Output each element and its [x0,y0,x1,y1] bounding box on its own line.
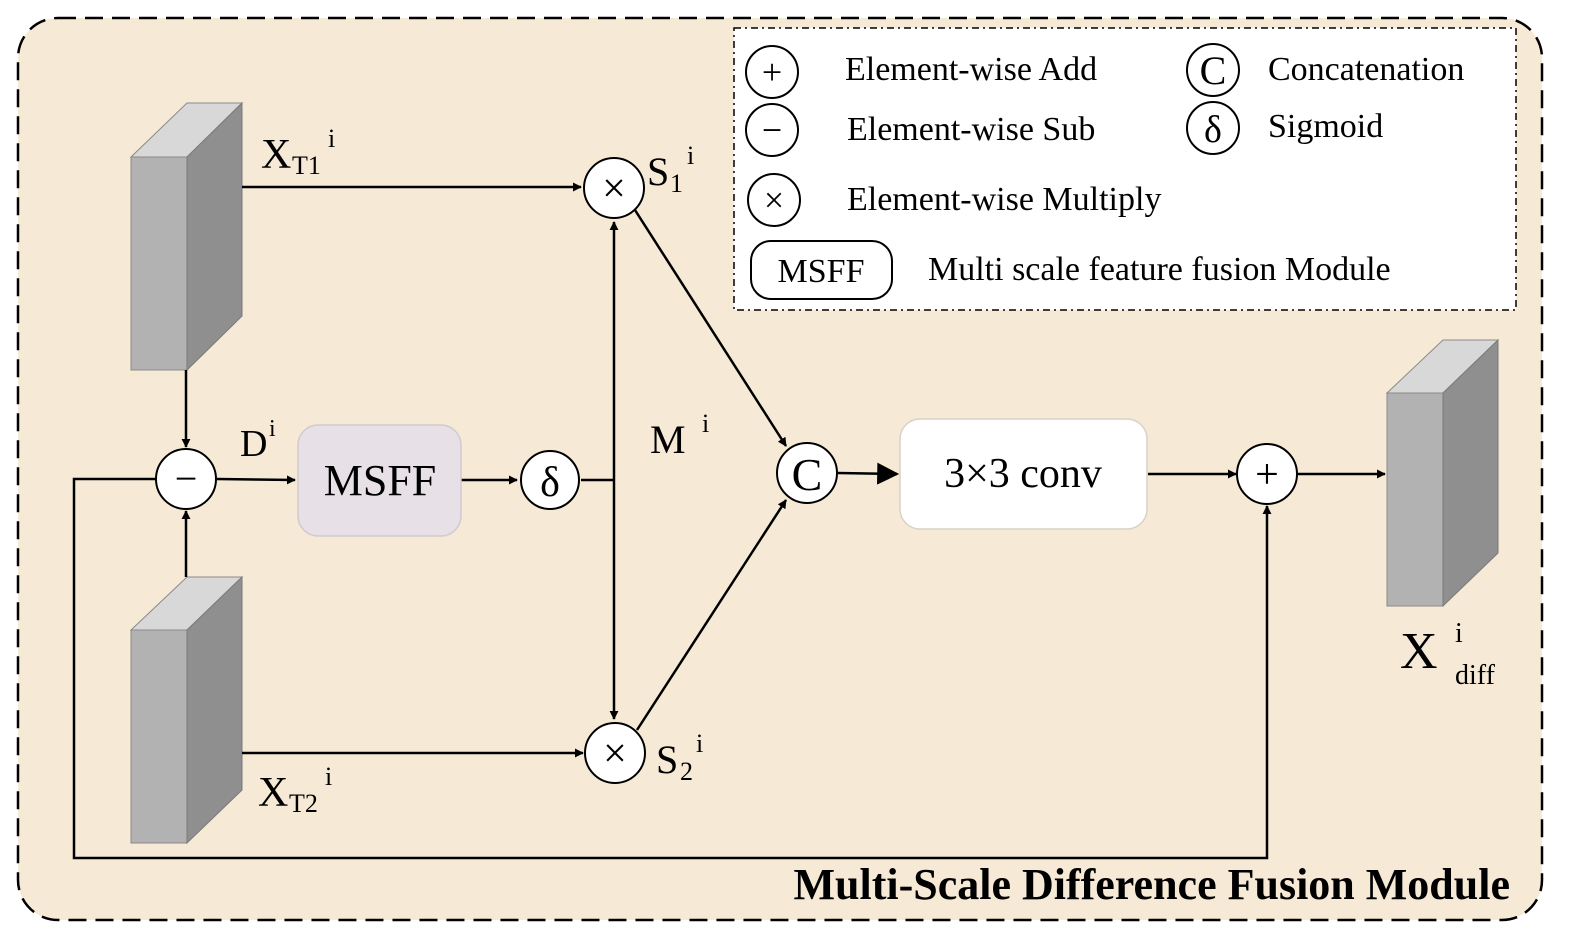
svg-text:×: × [764,180,784,220]
msff-block: MSFF [297,424,462,537]
label-xt1: X T1 i [261,124,335,180]
svg-text:diff: diff [1455,660,1496,691]
label-s2: S 2 i [656,729,703,786]
svg-text:X: X [261,132,291,178]
module-title: Multi-Scale Difference Fusion Module [793,860,1510,909]
legend-add-icon: + [745,45,799,99]
svg-text:D: D [240,423,267,465]
svg-text:i: i [696,729,703,758]
legend-multiply-label: Element-wise Multiply [847,181,1161,218]
svg-text:1: 1 [670,169,683,198]
feature-cube-xdiff [1385,338,1500,608]
conv-block: 3×3 conv [899,418,1148,530]
add-node: + [1236,443,1298,505]
svg-text:C: C [1200,48,1227,93]
feature-cube-xt1 [129,101,244,372]
svg-text:T1: T1 [292,151,321,180]
sigmoid-node: δ [520,450,580,510]
svg-text:S: S [656,737,678,782]
svg-text:i: i [269,416,276,442]
legend-sub-icon: − [745,103,799,157]
legend-add-label: Element-wise Add [845,51,1097,88]
feature-cube-xt2 [129,575,244,845]
svg-text:i: i [1455,618,1463,649]
svg-text:−: − [762,110,782,150]
legend-sub-label: Element-wise Sub [847,111,1095,148]
svg-text:i: i [687,141,694,170]
label-m: M i [650,409,709,462]
svg-text:MSFF: MSFF [324,456,437,505]
label-d: D i [240,416,276,465]
legend-concat-label: Concatenation [1268,51,1464,88]
svg-text:X: X [1400,623,1438,680]
connections [72,182,1386,860]
svg-text:−: − [175,456,198,501]
svg-text:i: i [702,409,709,438]
svg-text:+: + [1255,452,1279,498]
multiply-node-1: × [583,157,645,219]
svg-text:T2: T2 [289,789,318,818]
svg-text:3×3 conv: 3×3 conv [944,451,1102,497]
svg-text:S: S [647,149,669,194]
svg-text:M: M [650,417,686,462]
svg-text:×: × [603,731,627,777]
svg-text:δ: δ [1204,109,1222,151]
label-s1: S 1 i [647,141,694,198]
svg-text:i: i [328,124,335,153]
legend-msff-icon: MSFF [750,240,893,300]
legend-multiply-icon: × [747,173,801,227]
legend-box: + Element-wise Add − Element-wise Sub × … [733,27,1517,311]
svg-text:2: 2 [680,757,693,786]
sub-node: − [155,448,217,510]
svg-text:+: + [762,52,782,92]
svg-text:i: i [325,762,332,791]
multiply-node-2: × [584,722,646,784]
concat-node: C [776,442,838,504]
legend-sigmoid-icon: δ [1186,101,1240,155]
legend-sigmoid-label: Sigmoid [1268,108,1383,145]
svg-text:×: × [602,166,626,212]
legend-msff-label: Multi scale feature fusion Module [928,251,1391,288]
svg-text:X: X [258,770,288,816]
legend-concat-icon: C [1186,43,1240,97]
svg-text:C: C [792,449,823,500]
svg-text:MSFF: MSFF [778,253,865,290]
label-xt2: X T2 i [258,762,332,818]
svg-text:δ: δ [540,460,560,506]
label-xdiff: X diff i [1400,618,1496,691]
